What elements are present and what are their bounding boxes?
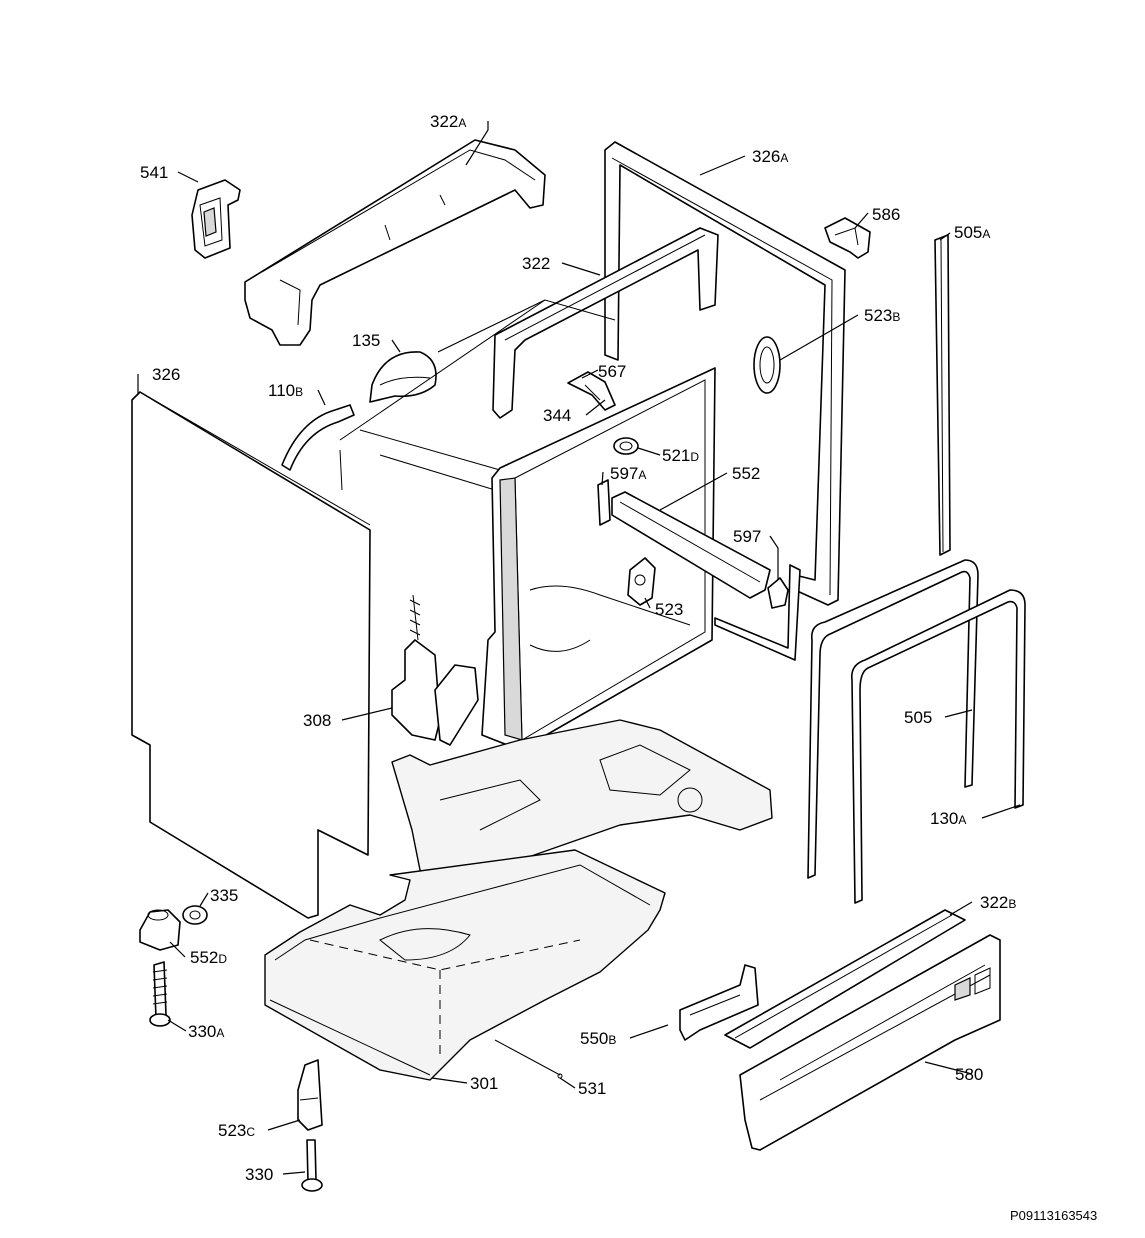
callout-580: 580 bbox=[955, 1065, 983, 1084]
part-135-float bbox=[369, 351, 437, 403]
callout-523c: 523C bbox=[218, 1121, 255, 1140]
callout-322b: 322B bbox=[980, 893, 1016, 912]
part-567-clip bbox=[567, 371, 616, 411]
callout-335: 335 bbox=[210, 886, 238, 905]
part-505-door-seal bbox=[807, 559, 979, 879]
part-330-screw bbox=[301, 1139, 323, 1192]
callout-597: 597 bbox=[733, 527, 761, 546]
part-322b-strip bbox=[724, 909, 966, 1049]
callout-326a: 326A bbox=[752, 147, 788, 166]
leader-lines bbox=[137, 121, 1021, 1175]
callout-330a: 330A bbox=[188, 1022, 224, 1041]
callout-344: 344 bbox=[543, 406, 571, 425]
callout-135: 135 bbox=[352, 331, 380, 350]
callout-523: 523 bbox=[655, 600, 683, 619]
part-tub-front-frame bbox=[481, 367, 716, 751]
callout-552d: 552D bbox=[190, 948, 227, 967]
callout-505a: 505A bbox=[954, 223, 990, 242]
part-130a-door-gasket bbox=[850, 589, 1026, 904]
callout-505: 505 bbox=[904, 708, 932, 727]
part-110b-hose bbox=[281, 404, 355, 491]
part-586-bracket bbox=[824, 217, 871, 259]
callout-597a: 597A bbox=[610, 464, 646, 483]
document-id: P09113163543 bbox=[1010, 1208, 1097, 1223]
callout-552: 552 bbox=[732, 464, 760, 483]
part-335-nut bbox=[182, 905, 208, 925]
part-523c-holder bbox=[297, 1059, 323, 1131]
part-330a-screw bbox=[149, 961, 171, 1027]
callout-322a: 322A bbox=[430, 112, 466, 131]
part-326-side-panel bbox=[131, 391, 371, 919]
callout-330: 330 bbox=[245, 1165, 273, 1184]
part-541-clip bbox=[191, 179, 241, 259]
part-580-toe-kick bbox=[739, 934, 1001, 1151]
part-597-clip bbox=[767, 577, 789, 609]
part-531-wire bbox=[494, 1039, 563, 1079]
callouts: 322A 326A 541 586 505A 322 523B 135 326 … bbox=[140, 112, 1016, 1184]
callout-130a: 130A bbox=[930, 809, 966, 828]
callout-586: 586 bbox=[872, 205, 900, 224]
part-523-connector bbox=[627, 557, 656, 606]
callout-541: 541 bbox=[140, 163, 168, 182]
callout-308: 308 bbox=[303, 711, 331, 730]
part-552d-foot bbox=[139, 909, 181, 951]
callout-326: 326 bbox=[152, 365, 180, 384]
callout-550b: 550B bbox=[580, 1029, 616, 1048]
part-521d-ring bbox=[613, 437, 639, 455]
callout-110b: 110B bbox=[268, 381, 303, 400]
callout-531: 531 bbox=[578, 1079, 606, 1098]
callout-521d: 521D bbox=[662, 446, 699, 465]
callout-301: 301 bbox=[470, 1074, 498, 1093]
part-301-base-tray bbox=[264, 849, 666, 1081]
callout-567: 567 bbox=[598, 362, 626, 381]
part-523b-grommet bbox=[753, 336, 781, 394]
part-326a-side-panel bbox=[604, 141, 846, 661]
part-550b-bracket bbox=[679, 964, 759, 1041]
callout-322: 322 bbox=[522, 254, 550, 273]
part-322a-top-frame bbox=[244, 139, 546, 346]
part-308-hinge bbox=[391, 594, 479, 746]
part-505a-strip bbox=[934, 234, 951, 556]
part-552-rail bbox=[611, 491, 771, 599]
part-322-inner-frame bbox=[492, 227, 719, 419]
callout-523b: 523B bbox=[864, 306, 900, 325]
part-597a-clip bbox=[597, 479, 611, 526]
